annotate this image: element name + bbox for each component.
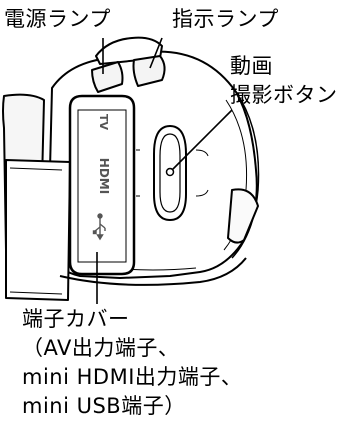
usb-icon (92, 213, 106, 241)
hdmi-port-label: HDMI (97, 158, 111, 194)
leader-lines (96, 37, 233, 304)
terminal-cover[interactable] (68, 94, 136, 276)
indicator-lamp-leader (149, 37, 163, 69)
terminal-cover-label: 端子カバー （AV出力端子、 mini HDMI出力端子、 mini USB端子… (22, 305, 242, 421)
record-button-label-line-1: 動画 (230, 54, 273, 78)
record-button-label-line-2: 撮影ボタン (230, 83, 338, 107)
power-lamp-label: 電源ランプ (4, 7, 111, 31)
indicator-lamp-label: 指示ランプ (172, 7, 279, 31)
side-ridges (136, 149, 209, 197)
terminal-cover-label-line-1: 端子カバー (22, 307, 130, 331)
record-button-leader (171, 109, 233, 171)
record-button[interactable] (165, 167, 175, 177)
record-button-label: 動画 撮影ボタン (230, 52, 338, 110)
terminal-cover-label-line-4: mini USB端子） (22, 394, 186, 418)
terminal-cover-label-line-2: （AV出力端子、 (22, 336, 180, 360)
terminal-cover-label-line-3: mini HDMI出力端子、 (22, 365, 243, 389)
tv-port-label: TV (97, 114, 110, 131)
